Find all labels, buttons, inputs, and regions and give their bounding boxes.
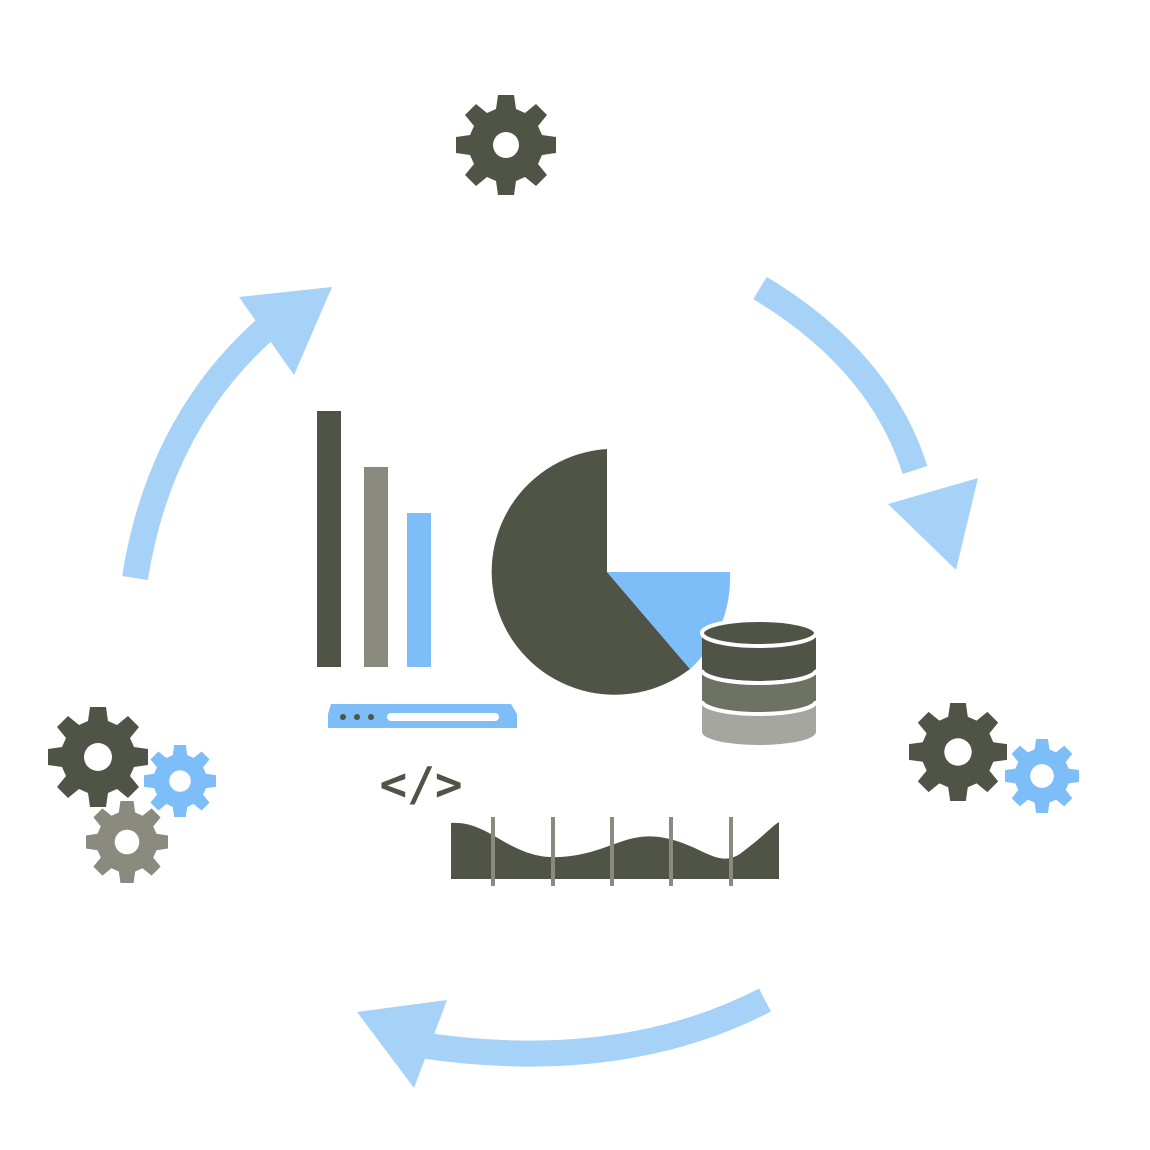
pie-slice — [491, 449, 690, 695]
arrow-icon — [122, 287, 332, 581]
code-symbol-text: </> — [379, 757, 462, 811]
gear-icon — [909, 703, 1007, 801]
top-gear-icon — [456, 95, 556, 195]
bar — [407, 513, 431, 667]
database-icon — [700, 618, 818, 745]
gear-icon — [1005, 739, 1079, 813]
waveform-chart-icon — [451, 817, 779, 886]
bar — [317, 411, 341, 667]
cycle-arrows — [122, 276, 978, 1088]
pie-slice — [607, 572, 731, 669]
browser-window-icon — [328, 704, 517, 728]
gear-icon — [86, 801, 168, 883]
arrow-icon — [357, 988, 771, 1088]
right-gear-cluster — [909, 703, 1079, 813]
bar — [364, 467, 388, 667]
gear-icon — [48, 707, 148, 807]
pie-slice — [607, 449, 730, 572]
code-icon: </> — [379, 757, 462, 811]
pie-chart-icon — [491, 449, 731, 695]
gear-icon — [144, 745, 216, 817]
left-gear-cluster — [48, 707, 216, 883]
bar-chart-icon — [317, 411, 431, 667]
arrow-icon — [753, 276, 978, 570]
